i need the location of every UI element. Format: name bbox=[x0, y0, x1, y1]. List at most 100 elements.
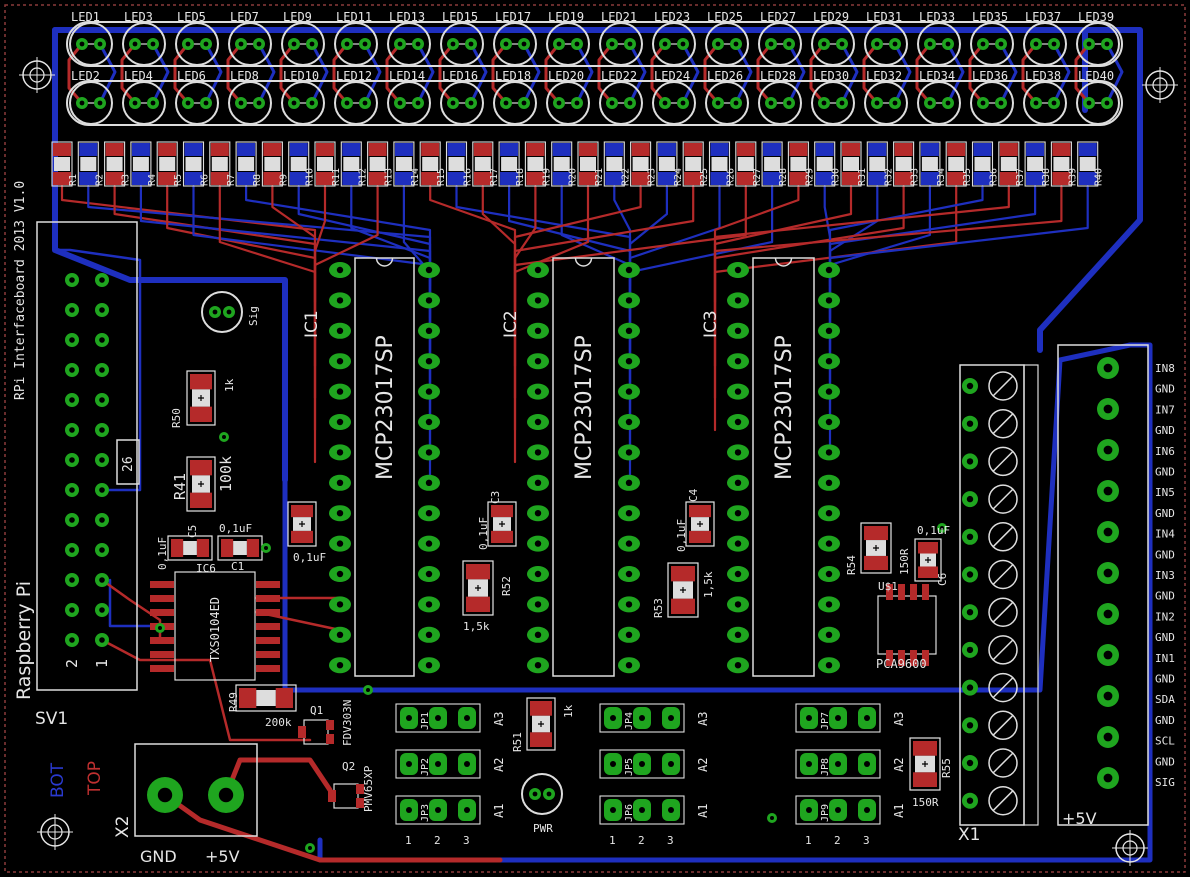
pad-drill bbox=[966, 797, 974, 804]
resistor-pad bbox=[289, 172, 308, 185]
pad-drill bbox=[425, 601, 433, 608]
resistor-outline bbox=[761, 141, 783, 187]
layer-top-label: TOP bbox=[85, 761, 105, 796]
jumper-drill bbox=[639, 807, 645, 813]
smd-cross bbox=[198, 481, 204, 487]
led-trace bbox=[597, 42, 614, 105]
resistor-pad bbox=[684, 172, 703, 185]
pad-drill bbox=[715, 41, 721, 47]
ic-notch bbox=[375, 257, 394, 267]
led-trace bbox=[226, 42, 243, 105]
resistor-outline bbox=[130, 141, 152, 187]
pad-drill bbox=[99, 607, 105, 613]
c6 bbox=[914, 538, 942, 582]
x1-screw-slot bbox=[992, 752, 1014, 774]
r50 bbox=[186, 370, 216, 426]
led-label: LED7 bbox=[230, 10, 259, 24]
pad-drill bbox=[132, 100, 138, 106]
led-label: LED13 bbox=[389, 10, 425, 24]
pad-drill bbox=[609, 41, 615, 47]
jumper-outline bbox=[395, 749, 481, 779]
pad-drill bbox=[734, 570, 742, 578]
via-drill bbox=[222, 435, 226, 439]
led-trace bbox=[544, 42, 561, 105]
x1-screw-slot bbox=[992, 488, 1014, 510]
pad-drill bbox=[534, 479, 542, 486]
smd-pad bbox=[190, 374, 212, 390]
resistor-body bbox=[80, 157, 97, 171]
led-trace bbox=[385, 42, 402, 105]
resistor-outline bbox=[472, 141, 494, 187]
q1-part: FDV303N bbox=[341, 700, 354, 746]
pad-drill bbox=[574, 100, 580, 106]
resistor-pad bbox=[53, 143, 71, 156]
resistor-pad bbox=[579, 172, 597, 185]
jumper-drill bbox=[406, 761, 412, 767]
pad-drill bbox=[336, 570, 344, 578]
pad-drill bbox=[966, 571, 974, 578]
resistor-pad bbox=[184, 143, 203, 156]
pad-drill bbox=[69, 487, 75, 493]
pwr-label: PWR bbox=[533, 822, 553, 835]
x1-screw bbox=[988, 522, 1018, 552]
led-label: LED3 bbox=[124, 10, 153, 24]
pad-drill bbox=[238, 41, 244, 47]
pad-drill bbox=[185, 41, 191, 47]
pad-drill bbox=[425, 388, 433, 395]
jumper-drill bbox=[668, 807, 674, 813]
smd-cross bbox=[198, 395, 204, 401]
resistor-outline bbox=[288, 141, 310, 187]
pad-drill bbox=[839, 100, 845, 106]
pad-drill bbox=[625, 358, 633, 365]
led-trace bbox=[999, 42, 1018, 105]
smd-pad bbox=[864, 526, 888, 541]
led-trace bbox=[469, 42, 488, 105]
layer-bot-label: BOT bbox=[48, 762, 68, 798]
resistor-pad bbox=[789, 172, 808, 185]
pad-drill bbox=[534, 510, 542, 517]
resistor-pad bbox=[447, 143, 466, 156]
resistor-ref: R29 bbox=[804, 168, 815, 186]
led-trace bbox=[650, 42, 667, 105]
pad-drill bbox=[99, 427, 105, 433]
c2-val: 0,1uF bbox=[293, 551, 326, 564]
pad-drill bbox=[825, 479, 833, 486]
resistor-body bbox=[632, 157, 649, 171]
pad-drill bbox=[825, 358, 833, 365]
resistor-outline bbox=[814, 141, 836, 187]
pad-drill bbox=[218, 787, 234, 803]
x1-rail bbox=[1023, 364, 1039, 826]
jumper-drill bbox=[806, 715, 812, 721]
pad-drill bbox=[734, 297, 742, 304]
led-outline bbox=[69, 81, 113, 125]
resistor-body bbox=[185, 157, 202, 171]
pad-drill bbox=[291, 41, 297, 47]
resistor-outline bbox=[656, 141, 678, 187]
resistor-pad bbox=[473, 143, 492, 156]
pad-drill bbox=[425, 297, 433, 304]
resistor-ref: R8 bbox=[252, 174, 263, 186]
x1-vlabel: +5V bbox=[1062, 809, 1097, 828]
resistor-outline bbox=[840, 141, 862, 187]
pad-drill bbox=[892, 41, 898, 47]
pad-drill bbox=[534, 570, 542, 578]
jumper-drill bbox=[464, 715, 470, 721]
resistor-body bbox=[685, 157, 702, 171]
pad-drill bbox=[99, 547, 105, 553]
pad-drill bbox=[662, 100, 668, 106]
x1-pin-label: SCL bbox=[1155, 735, 1175, 748]
jumper-drill bbox=[435, 761, 441, 767]
led-trace bbox=[416, 42, 435, 105]
resistor-ref: R12 bbox=[357, 168, 368, 186]
ic6-outline bbox=[174, 571, 256, 681]
pad-drill bbox=[966, 420, 974, 427]
via-drill bbox=[308, 846, 312, 850]
pad-drill bbox=[825, 570, 833, 578]
led-label: LED5 bbox=[177, 10, 206, 24]
resistor-outline bbox=[367, 141, 389, 187]
resistor-outline bbox=[603, 141, 625, 187]
led-label: LED29 bbox=[813, 10, 849, 24]
transistor-pad bbox=[356, 784, 364, 794]
pad-drill bbox=[336, 631, 344, 638]
jp-group-1-col-label: 1 bbox=[405, 834, 412, 847]
